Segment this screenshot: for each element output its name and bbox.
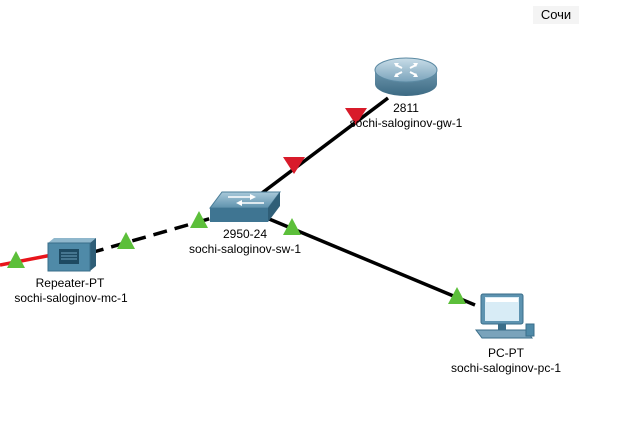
- repeater-hostname-label: sochi-saloginov-mc-1: [14, 291, 128, 305]
- pc-icon[interactable]: [475, 293, 535, 339]
- link-status-up-icon: [7, 251, 25, 268]
- router-hostname-label: sochi-saloginov-gw-1: [349, 116, 463, 130]
- router-model-label: 2811: [393, 101, 419, 115]
- link-status-up-icon: [117, 232, 135, 249]
- link-status-markers: [7, 108, 466, 304]
- link-status-up-icon: [283, 218, 301, 235]
- switch-hostname-label: sochi-saloginov-sw-1: [188, 242, 302, 256]
- repeater-model-label: Repeater-PT: [35, 276, 105, 290]
- link-external-repeater[interactable]: [0, 253, 53, 267]
- repeater-icon[interactable]: [47, 238, 96, 272]
- switch-icon[interactable]: [209, 191, 281, 222]
- link-status-down-icon: [345, 108, 367, 125]
- pc-hostname-label: sochi-saloginov-pc-1: [450, 361, 562, 375]
- link-status-up-icon: [448, 287, 466, 304]
- link-switch-router[interactable]: [260, 96, 390, 195]
- router-icon[interactable]: [374, 57, 438, 96]
- city-label: Сочи: [533, 6, 579, 24]
- switch-model-label: 2950-24: [222, 227, 268, 241]
- link-status-up-icon: [190, 211, 208, 228]
- pc-model-label: PC-PT: [488, 346, 524, 360]
- link-status-down-icon: [283, 157, 305, 174]
